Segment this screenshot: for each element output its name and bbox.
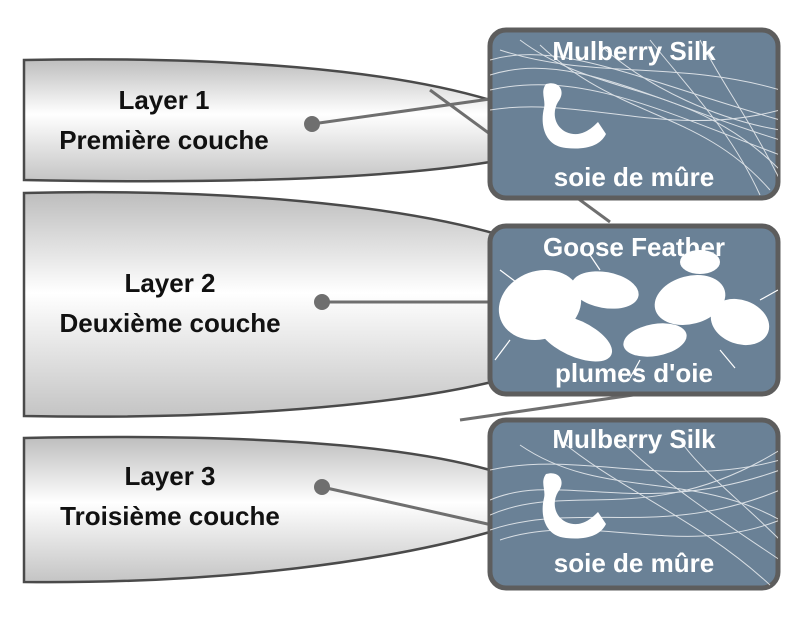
silkworm-icon — [542, 473, 606, 539]
material-card-2 — [487, 223, 781, 397]
material-card-3 — [487, 417, 781, 591]
layer-2-name: Layer 2 — [124, 268, 216, 298]
card-2-title: Goose Feather — [542, 232, 726, 262]
layer-1-label: Layer 1 Première couche — [14, 80, 314, 160]
layer-3-subtitle: Troisième couche — [60, 501, 280, 531]
card-1-title: Mulberry Silk — [552, 36, 716, 66]
layer-3-label: Layer 3 Troisième couche — [20, 456, 320, 536]
silk-strands — [490, 39, 778, 196]
card-3-title: Mulberry Silk — [552, 424, 716, 454]
connector-dots — [304, 116, 330, 495]
feather-icon — [498, 250, 770, 362]
layer-1-name: Layer 1 — [118, 85, 210, 115]
layer-2-label: Layer 2 Deuxième couche — [20, 263, 320, 343]
layer-2-subtitle: Deuxième couche — [59, 308, 281, 338]
silk-strands — [490, 439, 778, 586]
material-card-1 — [487, 27, 781, 201]
card-3-caption: soie de mûre — [553, 548, 715, 578]
feather-wisps — [494, 254, 778, 379]
silkworm-icon — [542, 83, 606, 149]
card-2-caption: plumes d'oie — [555, 358, 713, 388]
layer-1-subtitle: Première couche — [59, 125, 269, 155]
layer-3-name: Layer 3 — [124, 461, 216, 491]
card-1-caption: soie de mûre — [553, 162, 715, 192]
